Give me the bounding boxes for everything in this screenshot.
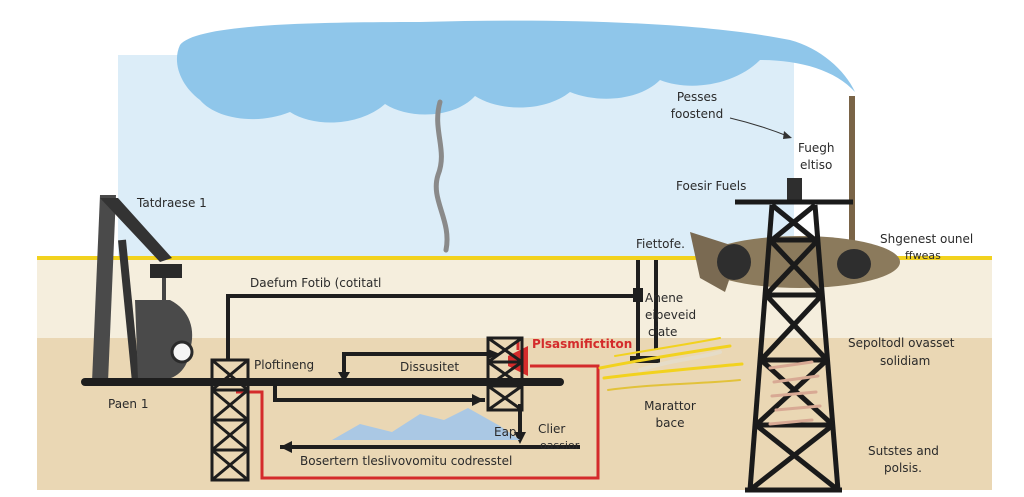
pipe-arrow-3: [472, 394, 484, 406]
label-bottom-pipe: Bosertern tleslivovomitu codresstel: [300, 454, 513, 468]
cloud: [176, 20, 855, 123]
label-reservoir-2: bace: [655, 416, 685, 430]
rock-dark-left: [717, 244, 751, 280]
label-bottom-right-2: polsis.: [884, 461, 922, 475]
label-surface-right-1: Shgenest ounel: [880, 232, 974, 246]
label-mid: Dissusitet: [400, 360, 460, 374]
label-pipe-side-1: Anene: [645, 291, 684, 305]
label-bottom-right-1: Sutstes and: [868, 444, 939, 458]
label-left-rig: Tatdraese 1: [137, 196, 207, 210]
tornado-funnel: [433, 99, 450, 253]
label-flue-2: eltiso: [800, 158, 833, 172]
pumpjack: [92, 195, 194, 383]
sediment-streaks: [768, 360, 822, 426]
rock-dark-right: [837, 249, 871, 279]
label-main-pipe: Daefum Fotib (cotitatl: [250, 276, 382, 290]
label-red: Plsasmifictiton: [532, 337, 633, 351]
label-fossil-fuels: Foesir Fuels: [676, 179, 747, 193]
label-left-base: Paen 1: [108, 397, 149, 411]
label-geo-right-1: Sepoltodl ovasset: [848, 336, 955, 350]
pipe-arrow-1: [338, 372, 350, 382]
label-surface-right-2: ffweas: [905, 249, 941, 262]
label-gas-1: Eap: [494, 425, 517, 439]
pipe-arrow-2: [488, 349, 500, 359]
label-geo-right-2: solidiam: [880, 354, 931, 368]
label-field-a: Fiettofe.: [636, 237, 685, 251]
flue-arrow-head: [783, 131, 792, 139]
gas-pocket: [332, 408, 520, 440]
label-flue-1: Fuegh: [798, 141, 835, 155]
label-gas-3: oassior: [540, 439, 580, 452]
label-pipe-side-3: ciate: [648, 325, 678, 339]
pipe-arrow-4: [514, 432, 526, 444]
label-top-right-2: foostend: [670, 107, 724, 121]
pipe-arrow-5: [280, 441, 292, 453]
label-return-pipe: Ploftineng: [254, 358, 315, 372]
pipe-cap: [633, 288, 643, 302]
well-tower-mid: [486, 336, 524, 412]
rig-cap: [787, 178, 802, 200]
oil-streaks: [598, 337, 744, 391]
label-top-right-1: Pesses: [676, 90, 718, 104]
flue-stack: [849, 96, 855, 246]
pipe-network: [226, 260, 658, 449]
label-reservoir-1: Marattor: [644, 399, 696, 413]
label-pipe-side-2: eipeveid: [645, 308, 697, 322]
label-gas-2: Clier: [538, 422, 566, 436]
well-tower-left: [210, 358, 250, 482]
